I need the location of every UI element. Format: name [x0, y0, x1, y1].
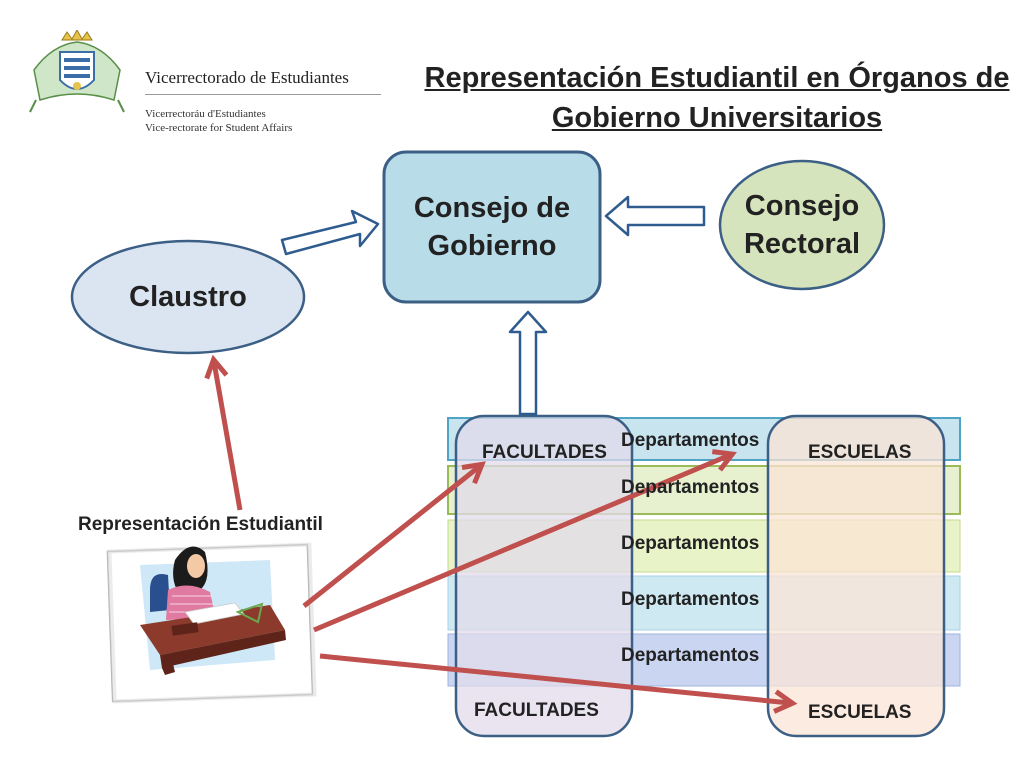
- departamentos-label-2: Departamentos: [621, 477, 760, 498]
- institution-name: Vicerrectorado de Estudiantes: [145, 68, 349, 87]
- claustro-label: Claustro: [129, 280, 247, 313]
- departamentos-label-4: Departamentos: [621, 589, 760, 610]
- representacion-estudiantil-label: Representación Estudiantil: [78, 514, 323, 535]
- institution-name-english: Vice-rectorate for Student Affairs: [145, 122, 293, 134]
- departamentos-label-5: Departamentos: [621, 645, 760, 666]
- facultades-column: [454, 414, 634, 738]
- consejo-rectoral-line-2: Rectoral: [743, 228, 861, 260]
- institution-divider: [145, 94, 381, 95]
- departamentos-label-3: Departamentos: [621, 533, 760, 554]
- facultades-top-label: FACULTADES: [482, 442, 607, 463]
- arrow-rectoral-to-consejo: [604, 195, 706, 237]
- arrow-departamentos-to-consejo: [508, 310, 548, 416]
- arrow-claustro-to-consejo: [280, 209, 380, 256]
- escuelas-top-label: ESCUELAS: [808, 442, 912, 463]
- consejo-gobierno-line-2: Gobierno: [427, 230, 557, 262]
- student-clipart: [106, 542, 317, 704]
- red-arrow-to-claustro: [204, 354, 243, 511]
- facultades-bottom-label: FACULTADES: [474, 700, 599, 721]
- title-line-2: Gobierno Universitarios: [551, 102, 883, 134]
- escuelas-bottom-label: ESCUELAS: [808, 702, 912, 723]
- consejo-gobierno-line-1: Consejo de: [413, 192, 571, 224]
- consejo-rectoral-line-1: Consejo: [744, 190, 860, 222]
- red-arrow-to-escuelas-bottom: [319, 653, 798, 714]
- university-crest-logo: [29, 30, 125, 113]
- departamentos-label-1: Departamentos: [621, 430, 760, 451]
- title-line-1: Representación Estudiantil en Órganos de: [424, 62, 1010, 94]
- claustro-ellipse: [70, 239, 306, 355]
- consejo-rectoral-label: Consejo Rectoral: [720, 161, 884, 289]
- red-arrow-to-escuelas-top: [313, 449, 737, 633]
- escuelas-column: [766, 414, 946, 738]
- consejo-gobierno-box: [382, 150, 602, 304]
- consejo-rectoral-ellipse: [718, 159, 886, 291]
- consejo-gobierno-label: Consejo de Gobierno: [384, 152, 600, 302]
- page-title: Representación Estudiantil en Órganos de…: [410, 58, 1024, 138]
- red-arrow-to-facultades: [302, 461, 486, 608]
- institution-name-asturian: Vicerrectoráu d'Estudiantes: [145, 108, 266, 120]
